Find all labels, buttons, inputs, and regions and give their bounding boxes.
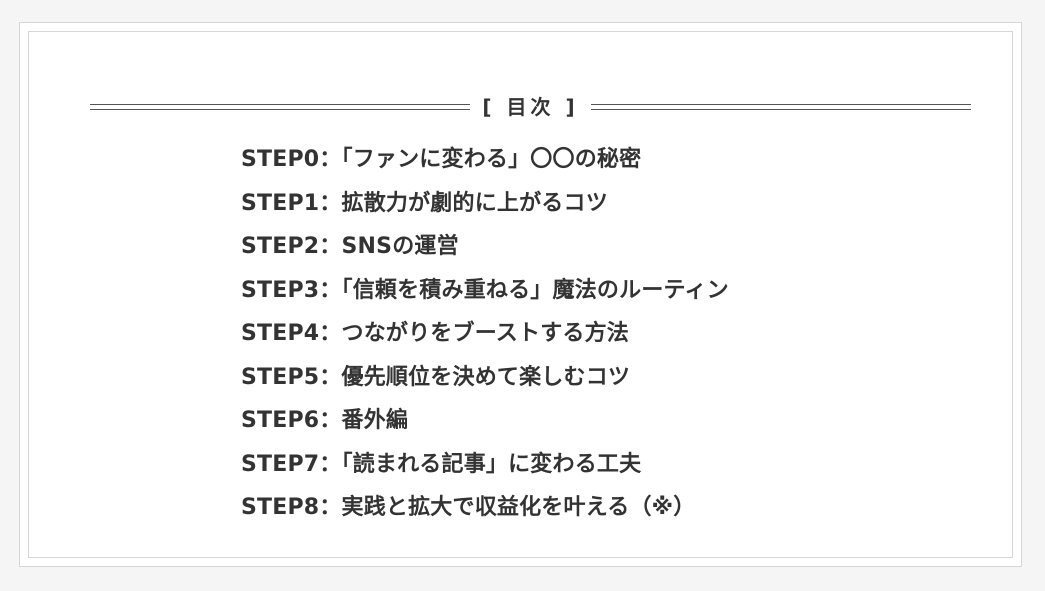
header-rule-right (590, 104, 971, 110)
toc-item-step2[interactable]: STEP2：SNSの運営 (241, 234, 459, 259)
toc-item-step4[interactable]: STEP4：つながりをブーストする方法 (241, 321, 630, 346)
toc-outer-frame: [ 目次 ] STEP0：「ファンに変わる」〇〇の秘密 STEP1：拡散力が劇的… (19, 22, 1022, 567)
header-rule-left (90, 104, 471, 110)
toc-item-step5[interactable]: STEP5：優先順位を決めて楽しむコツ (241, 364, 631, 390)
toc-header: [ 目次 ] (90, 94, 971, 120)
toc-list: STEP0：「ファンに変わる」〇〇の秘密 STEP1：拡散力が劇的に上がるコツ … (241, 138, 729, 530)
toc-item-step6[interactable]: STEP6：番外編 (241, 408, 409, 433)
toc-item-step8[interactable]: STEP8：実践と拡大で収益化を叶える（※） (241, 495, 696, 520)
toc-title: [ 目次 ] (482, 95, 579, 119)
toc-inner-frame: [ 目次 ] STEP0：「ファンに変わる」〇〇の秘密 STEP1：拡散力が劇的… (28, 31, 1013, 558)
toc-item-step7[interactable]: STEP7：「読まれる記事」に変わる工夫 (241, 451, 642, 477)
toc-item-step0[interactable]: STEP0：「ファンに変わる」〇〇の秘密 (241, 147, 642, 172)
toc-item-step1[interactable]: STEP1：拡散力が劇的に上がるコツ (241, 190, 608, 216)
toc-item-step3[interactable]: STEP3：「信頼を積み重ねる」魔法のルーティン (241, 277, 729, 303)
